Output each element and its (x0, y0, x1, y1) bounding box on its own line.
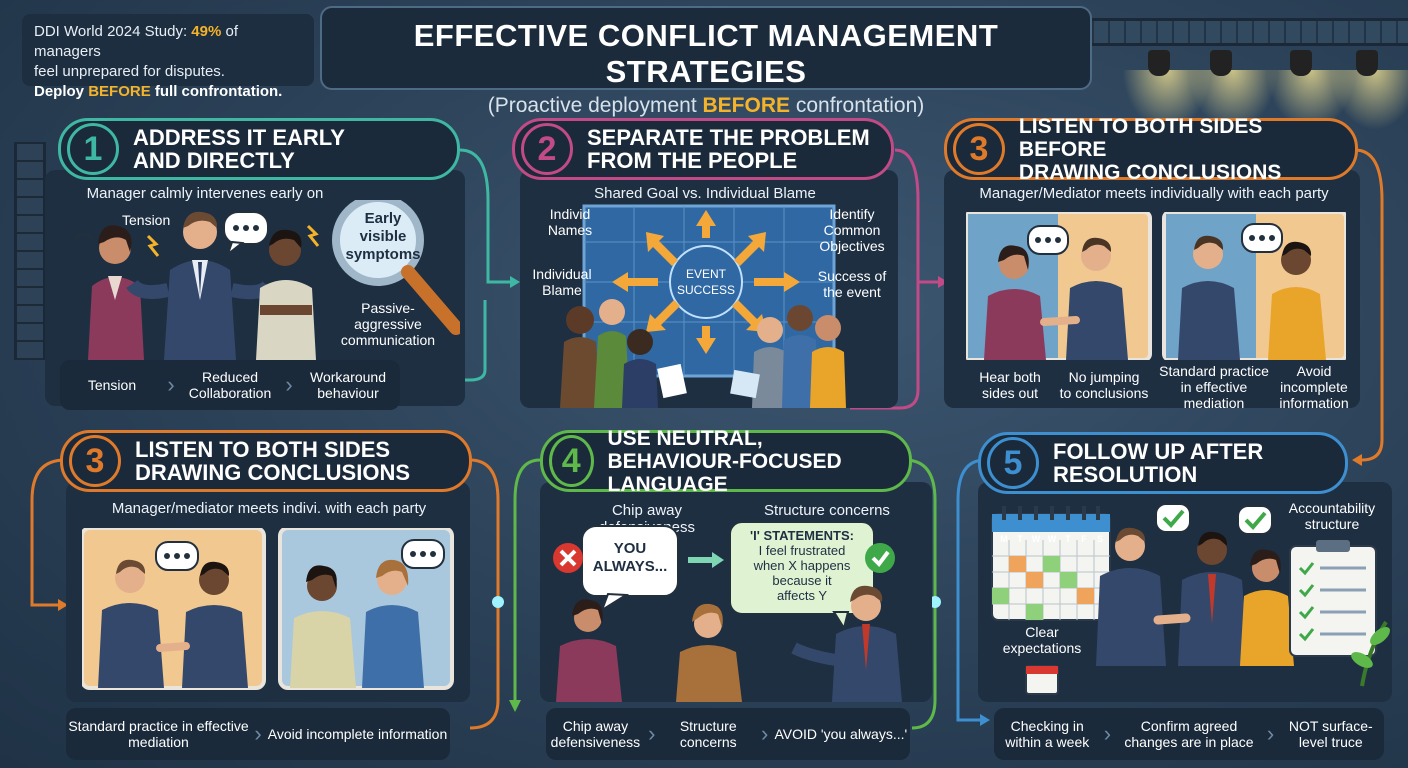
stage-truss (1092, 18, 1408, 46)
step-number-2: 2 (521, 123, 573, 175)
mediation-scenes (966, 212, 1346, 360)
strategy-4-title: USE NEUTRAL,BEHAVIOUR-FOCUSED LANGUAGE (607, 426, 842, 496)
calendar-days: M T W W T F S (1000, 534, 1103, 544)
strategy-3b-subtitle: Manager/mediator meets indivi. with each… (111, 500, 427, 517)
study-stat-box: DDI World 2024 Study: 49% of managers fe… (22, 14, 314, 100)
language-scene (553, 521, 902, 702)
flow-step: Reduced Collaboration (188, 369, 272, 401)
step-number-3: 3 (953, 123, 1005, 175)
strategy-3b-flow: Standard practice in effective mediation… (66, 708, 450, 760)
flow-step: Workaround behaviour (309, 369, 386, 401)
title-banner: EFFECTIVE CONFLICT MANAGEMENT STRATEGIES… (320, 6, 1092, 117)
stat-text: of managers (34, 23, 239, 60)
step-number-3b: 3 (69, 435, 121, 487)
flow-step: Standard practice in effective mediation (68, 718, 249, 750)
intervention-scene (72, 200, 460, 360)
shared-goal-board (560, 204, 846, 408)
step-number-5: 5 (987, 437, 1039, 489)
flow-step: Avoid incomplete information (267, 726, 448, 742)
chevron-right-icon: › (760, 721, 769, 746)
strategy-3-subtitle: Manager/Mediator meets individually with… (979, 185, 1329, 202)
strategy-1-subtitle: Manager calmly intervenes early on (86, 185, 324, 202)
strategy-4-flow: Chip away defensiveness › Structure conc… (546, 708, 910, 760)
flow-step: Confirm agreed changes are in place (1124, 718, 1254, 750)
stat-text: DDI World 2024 Study: (34, 23, 192, 40)
chevron-right-icon: › (285, 372, 293, 397)
page-subtitle: (Proactive deployment BEFORE confrontati… (487, 94, 925, 117)
step-number-1: 1 (67, 123, 119, 175)
flow-step: AVOID 'you always...' (774, 726, 908, 742)
spotlight-icon (1356, 50, 1378, 76)
tension-label: Tension (122, 212, 171, 228)
one-on-one-scenes (82, 528, 454, 690)
stat-text: feel unprepared for disputes. (34, 63, 225, 80)
stage-truss-left (14, 142, 46, 360)
flow-step: Tension (87, 377, 137, 393)
stat-percent: 49% (191, 23, 222, 40)
chevron-right-icon: › (1103, 721, 1112, 746)
stat-text: Deploy (34, 83, 89, 100)
strategy-1-flow: Tension › Reduced Collaboration › Workar… (60, 360, 400, 410)
flow-step: NOT surface-level truce (1288, 718, 1373, 750)
flow-step: Structure concerns (679, 718, 737, 750)
spotlight-icon (1148, 50, 1170, 76)
page-title: EFFECTIVE CONFLICT MANAGEMENT STRATEGIES (413, 18, 999, 89)
spotlight-icon (1210, 50, 1232, 76)
chevron-right-icon: › (254, 721, 262, 746)
follow-up-scene (991, 503, 1390, 695)
strategy-2-subtitle: Shared Goal vs. Individual Blame (594, 185, 816, 202)
strategy-5-flow: Checking in within a week › Confirm agre… (994, 708, 1384, 760)
chevron-right-icon: › (167, 372, 175, 397)
spotlight-icon (1290, 50, 1312, 76)
strategy-4-header: 4 USE NEUTRAL,BEHAVIOUR-FOCUSED LANGUAGE (540, 427, 912, 496)
stat-text: full confrontation. (150, 83, 283, 100)
flow-step: Checking in within a week (1005, 718, 1090, 750)
chevron-right-icon: › (648, 721, 656, 746)
flow-step: Chip away defensiveness (550, 718, 641, 750)
spotlight-beam (1330, 70, 1408, 130)
structure-concerns-label: Structure concerns (764, 502, 890, 519)
step-number-4: 4 (549, 435, 594, 487)
chevron-right-icon: › (1266, 721, 1275, 746)
stat-highlight: BEFORE (88, 83, 151, 100)
